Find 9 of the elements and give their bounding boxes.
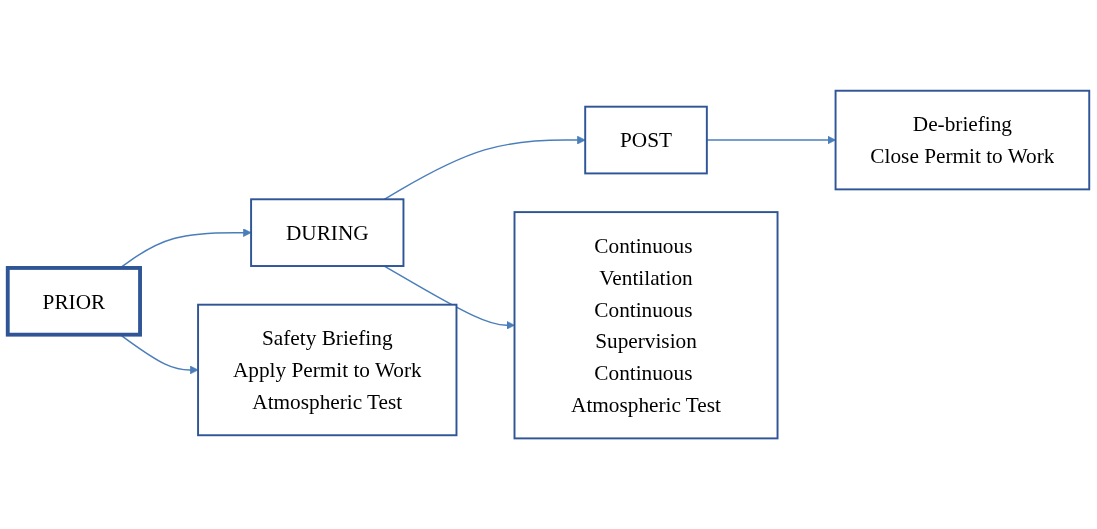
arrow: [383, 265, 515, 330]
node-box: Safety Briefing Apply Permit to Work Atmospheric Test: [197, 303, 458, 437]
arrow: [706, 135, 836, 145]
node-box: De-briefing Close Permit to Work: [834, 89, 1091, 191]
node-box: Continuous Ventilation Continuous Supervision Continuous Atmospheric Test: [513, 211, 779, 440]
node-box: DURING: [250, 198, 405, 267]
arrow: [383, 135, 586, 200]
node-box: PRIOR: [5, 265, 142, 337]
node-box: POST: [584, 105, 708, 175]
